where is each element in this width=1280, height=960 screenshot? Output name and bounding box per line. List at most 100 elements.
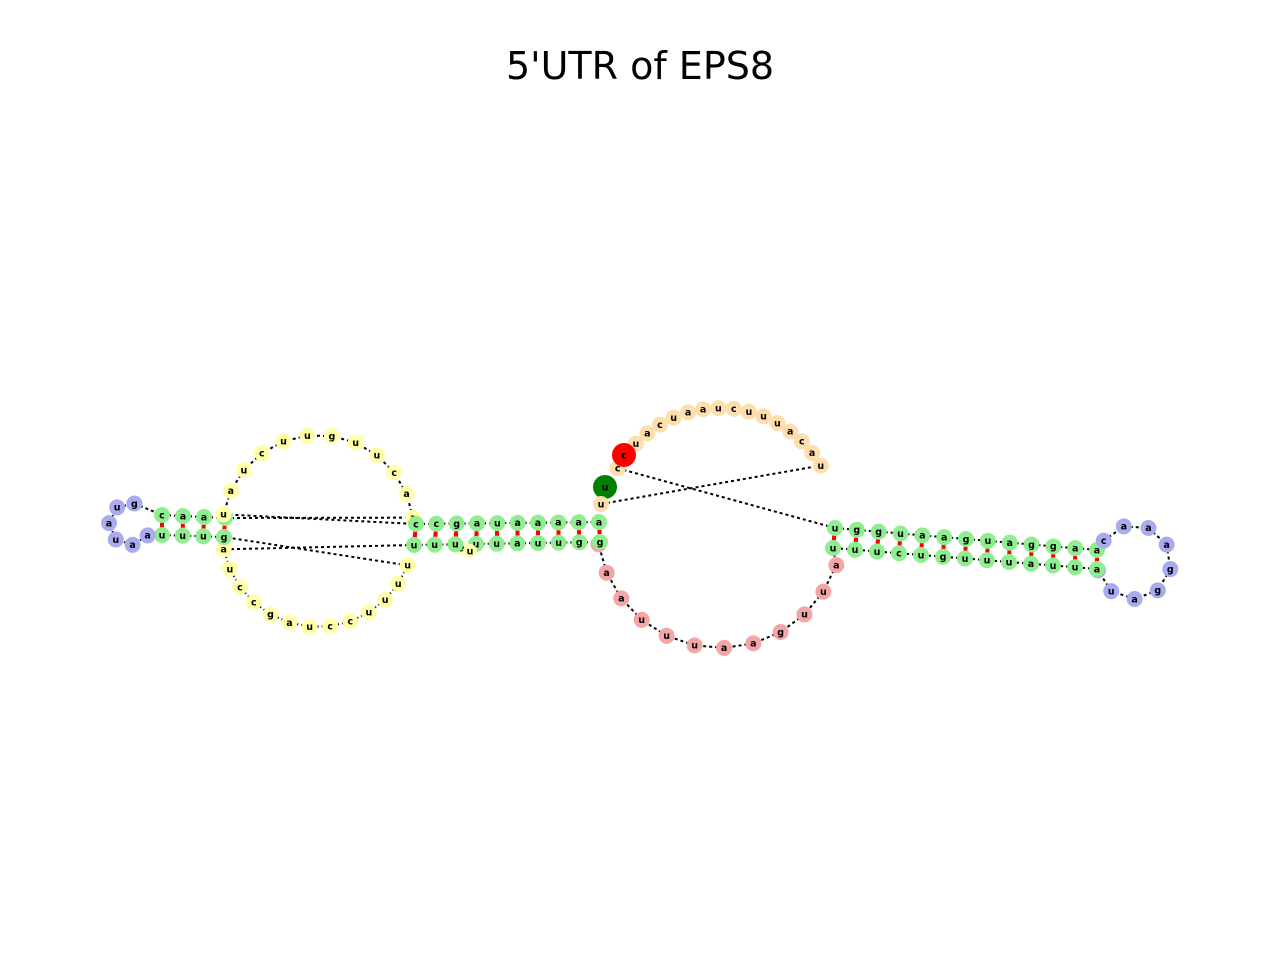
svg-text:u: u	[1050, 561, 1057, 572]
svg-text:u: u	[663, 631, 670, 642]
svg-text:a: a	[474, 519, 480, 530]
multiloop-nucleotide: u	[686, 637, 703, 654]
svg-text:u: u	[493, 539, 500, 550]
stem-nucleotide: u	[913, 547, 929, 563]
svg-text:u: u	[760, 412, 767, 423]
stem-nucleotide: a	[550, 514, 567, 531]
svg-text:g: g	[267, 610, 274, 621]
svg-text:c: c	[259, 448, 265, 459]
interior-loop-nucleotide: c	[386, 464, 403, 481]
stem-nucleotide: a	[1023, 555, 1039, 572]
five-prime-nucleotide: c	[725, 400, 742, 417]
svg-text:u: u	[832, 523, 839, 534]
svg-text:c: c	[413, 519, 419, 530]
five-prime-nucleotide: u	[593, 496, 609, 512]
stem-nucleotide: c	[154, 507, 170, 523]
svg-text:a: a	[1094, 545, 1100, 556]
svg-text:u: u	[715, 403, 722, 414]
svg-text:u: u	[801, 610, 808, 621]
multiloop-nucleotide: u	[796, 606, 813, 623]
svg-text:g: g	[777, 627, 784, 638]
diagram-title: 5'UTR of EPS8	[505, 44, 775, 88]
interior-loop-nucleotide: u	[377, 591, 394, 608]
stem-nucleotide: u	[406, 537, 422, 553]
backbone-link	[223, 544, 415, 551]
stem-nucleotide: a	[175, 508, 191, 524]
svg-text:c: c	[327, 622, 333, 633]
bulge-nucleotide: u	[463, 544, 477, 558]
svg-text:u: u	[404, 561, 411, 572]
hairpin-loop-nucleotide: g	[1149, 582, 1166, 599]
svg-text:c: c	[1101, 536, 1107, 547]
stem-nucleotide: g	[216, 529, 232, 545]
interior-loop-nucleotide: c	[245, 594, 262, 611]
svg-text:a: a	[286, 618, 292, 629]
svg-text:u: u	[1006, 557, 1013, 568]
svg-text:u: u	[373, 450, 380, 461]
hairpin-loop-nucleotide: u	[1103, 583, 1120, 600]
svg-text:u: u	[280, 437, 287, 448]
stem-nucleotide: a	[1089, 561, 1105, 577]
five-prime-nucleotide: c	[651, 416, 668, 433]
svg-text:a: a	[514, 539, 520, 550]
svg-text:c: c	[434, 519, 440, 530]
hairpin-loop-nucleotide: a	[1115, 518, 1132, 535]
svg-text:a: a	[228, 486, 234, 497]
svg-text:u: u	[395, 579, 402, 590]
svg-text:u: u	[220, 510, 227, 521]
svg-text:g: g	[1167, 564, 1174, 575]
backbone-link	[223, 513, 417, 525]
stem-nucleotide: a	[570, 514, 587, 531]
five-prime-nucleotide: a	[695, 401, 712, 418]
stem-nucleotide: g	[935, 548, 951, 565]
svg-text:a: a	[809, 448, 815, 459]
multiloop-nucleotide: a	[745, 635, 762, 652]
svg-text:u: u	[240, 465, 247, 476]
stem-nucleotide: u	[1045, 557, 1061, 574]
multiloop-nucleotide: a	[828, 557, 845, 574]
stem-nucleotide: g	[958, 531, 974, 547]
svg-text:a: a	[919, 531, 925, 542]
stem-nucleotide: a	[509, 535, 526, 552]
svg-text:a: a	[685, 408, 691, 419]
interior-loop-nucleotide: a	[215, 541, 232, 558]
svg-text:g: g	[1050, 542, 1057, 553]
stem-nucleotide: u	[979, 552, 995, 569]
svg-text:g: g	[576, 538, 583, 549]
svg-text:a: a	[596, 517, 602, 528]
svg-text:u: u	[473, 539, 480, 550]
svg-text:c: c	[159, 510, 165, 521]
interior-loop-nucleotide: u	[215, 506, 232, 523]
hairpin-loop-nucleotide: a	[101, 515, 118, 532]
svg-text:a: a	[1028, 559, 1034, 570]
hairpin-loop-nucleotide: u	[107, 531, 124, 548]
hairpin-loop-nucleotide: a	[124, 536, 141, 553]
five-prime-nucleotide: u	[740, 403, 757, 420]
stem-nucleotide: g	[848, 521, 865, 538]
svg-text:a: a	[787, 427, 793, 438]
svg-text:u: u	[774, 418, 781, 429]
hairpin-loop-nucleotide: g	[1162, 561, 1179, 578]
svg-text:u: u	[535, 538, 542, 549]
interior-loop-nucleotide: g	[262, 606, 279, 623]
svg-text:g: g	[1028, 540, 1035, 551]
interior-loop-nucleotide: c	[232, 578, 249, 595]
interior-loop-nucleotide: u	[390, 575, 407, 592]
stem-nucleotide: u	[488, 535, 505, 552]
svg-text:u: u	[112, 535, 119, 546]
svg-text:c: c	[896, 549, 902, 560]
stem-nucleotide: u	[827, 520, 843, 536]
svg-text:a: a	[1163, 540, 1169, 551]
svg-text:u: u	[852, 545, 859, 556]
svg-text:u: u	[874, 547, 881, 558]
stem-nucleotide: a	[1001, 534, 1018, 551]
svg-text:u: u	[984, 556, 991, 567]
stem-nucleotide: u	[550, 534, 567, 551]
svg-text:a: a	[180, 511, 186, 522]
svg-text:a: a	[459, 543, 465, 554]
svg-text:c: c	[237, 582, 243, 593]
five-prime-nucleotide: a	[782, 423, 799, 440]
svg-text:a: a	[833, 560, 839, 571]
svg-text:g: g	[329, 431, 336, 442]
svg-text:g: g	[131, 499, 138, 510]
